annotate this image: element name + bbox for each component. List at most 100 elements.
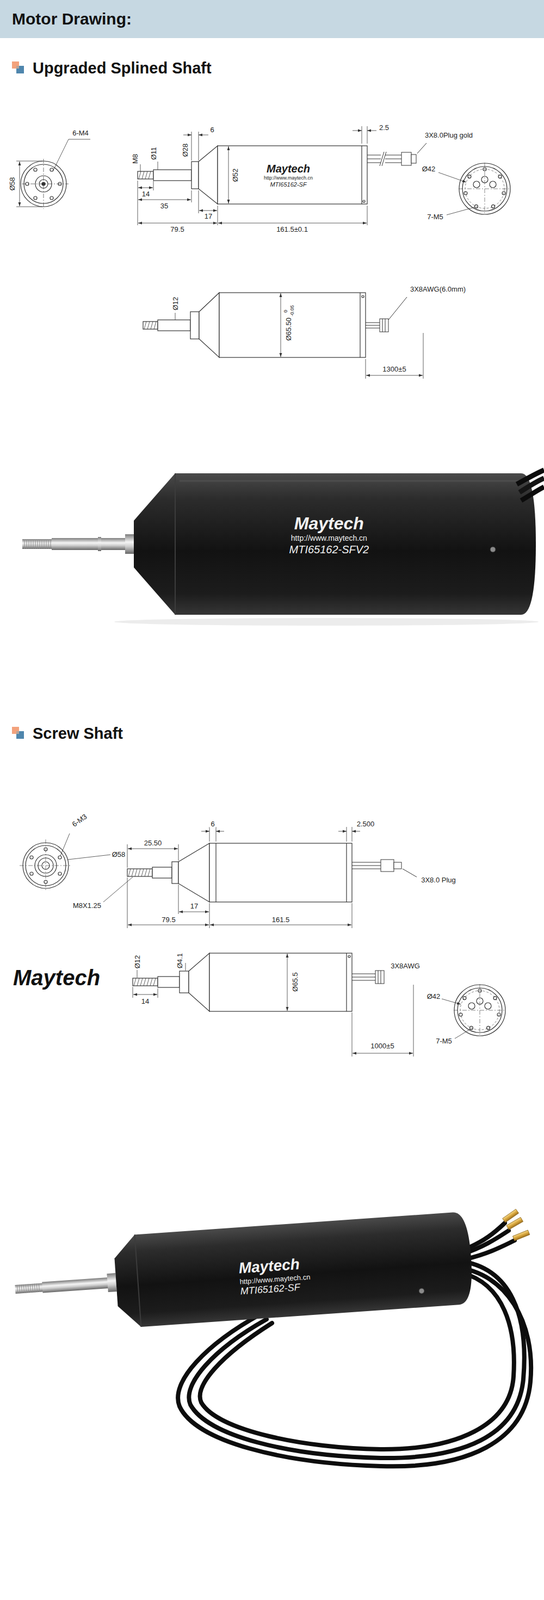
- motor-photo: [125, 534, 135, 554]
- motor-outline: [190, 311, 200, 339]
- plug-end-view: [486, 1025, 491, 1030]
- dimension-label: 6: [208, 125, 215, 134]
- plug-end-view: [464, 191, 468, 195]
- cable: [365, 322, 380, 329]
- motor-body: Maytechhttp://www.maytech.cnMTI65162-SF: [263, 162, 313, 189]
- motor-outline: [209, 953, 352, 1012]
- motor-outline: [133, 978, 156, 986]
- gold-plug: [512, 1229, 530, 1241]
- dimension-label: Ø65.50: [284, 316, 293, 343]
- dimension-line: [183, 134, 192, 136]
- dimension-line: [19, 161, 21, 207]
- motor-outline: [132, 953, 352, 1012]
- cable: [417, 143, 427, 154]
- cable: [401, 152, 412, 166]
- dimension-line: [438, 172, 467, 183]
- motor-outline: [157, 319, 191, 331]
- gold-plug: [502, 1209, 530, 1241]
- dimension-label: Ø4.1: [175, 952, 184, 970]
- dimension-line: [178, 911, 209, 913]
- motor-outline: [171, 861, 179, 884]
- dimension-line: [201, 831, 210, 832]
- dimension-line: [365, 332, 424, 379]
- dimension-line: [366, 375, 423, 376]
- plug-end-view: [502, 191, 506, 195]
- dimension-label: M8: [131, 152, 140, 165]
- dimension-line: [133, 994, 158, 995]
- section-icon: [11, 726, 24, 739]
- motor-outline: [188, 953, 210, 1012]
- dimension-label: 35: [159, 201, 170, 210]
- dimension-label: Ø42: [421, 164, 437, 173]
- gold-plug: [502, 1209, 519, 1223]
- plug-end-view: [458, 162, 511, 215]
- dimension-label: 3X8AWG: [389, 961, 422, 970]
- section-heading: Screw Shaft: [31, 725, 125, 743]
- motor-photo: [175, 473, 536, 615]
- motor-body: Maytechhttp://www.maytech.cnMTI65162-SF: [238, 1253, 312, 1298]
- motor-outline: [152, 867, 172, 879]
- dimension-line: [367, 130, 377, 132]
- cable: [379, 151, 387, 166]
- dimension-line: [16, 139, 91, 207]
- plug-end-view: [468, 1002, 475, 1010]
- dimension-label: M8X1.25: [71, 901, 103, 910]
- motor-photo: [41, 1277, 109, 1293]
- dimension-line: [127, 877, 352, 929]
- dimension-label: 17: [189, 901, 200, 911]
- motor-outline: [127, 843, 352, 902]
- motor-outline: [178, 843, 210, 902]
- cable: [351, 970, 385, 984]
- model-number: MTI65162-SF: [263, 181, 313, 189]
- section-icon: [11, 61, 24, 74]
- motor-photo: [114, 617, 539, 626]
- motor-photo: [16, 1283, 40, 1294]
- dimension-label: Ø12: [171, 295, 180, 312]
- dimension-line: [218, 223, 367, 224]
- plug-end-view: [489, 181, 497, 188]
- dimension-line: [351, 984, 414, 1057]
- motor-body: Maytechhttp://www.maytech.cnMTI65162-SFV…: [289, 512, 370, 556]
- dimension-line: [52, 139, 91, 172]
- motor-photo: [14, 1282, 44, 1294]
- dimension-line: [127, 844, 179, 868]
- motor-outline: [127, 868, 153, 877]
- motor-outline: [137, 171, 154, 179]
- motor-photo: [22, 470, 544, 626]
- dimension-line: [60, 833, 70, 856]
- dimension-label: 14: [140, 997, 151, 1006]
- motor-outline: [198, 145, 218, 204]
- dimension-line: [68, 854, 111, 860]
- motor-outline: [157, 976, 180, 988]
- cable: [402, 868, 417, 877]
- cable: [379, 318, 389, 332]
- motor-outline: [361, 295, 364, 298]
- dimension-label: 3X8.0Plug gold: [423, 131, 474, 140]
- plug-end-view: [498, 175, 502, 179]
- dimension-label: 161.5±0.1: [275, 225, 309, 234]
- dimension-label: 2.500: [355, 819, 376, 828]
- motor-outline: [345, 953, 347, 1012]
- plug-end-view: [491, 204, 496, 208]
- motor-photo: [134, 1234, 142, 1327]
- front-view: [33, 168, 37, 172]
- cable: [388, 297, 407, 320]
- dimension-line: [198, 134, 209, 136]
- cable: [365, 297, 407, 332]
- dimension-label: 7-M5: [434, 1036, 454, 1046]
- motor-photo: [418, 1288, 425, 1295]
- dimension-label: Ø52: [231, 167, 240, 184]
- cable: [393, 862, 402, 869]
- motor-outline: [132, 978, 158, 986]
- cable: [465, 1222, 505, 1250]
- dimension-line: [438, 172, 475, 215]
- model-number: MTI65162-SFV2: [289, 542, 370, 556]
- cable: [380, 859, 394, 872]
- dimension-line: [346, 826, 352, 842]
- dimension-line: [175, 293, 424, 379]
- website-url: http://www.maytech.cn: [263, 175, 313, 182]
- cable: [351, 973, 376, 981]
- section-icon: [16, 65, 20, 69]
